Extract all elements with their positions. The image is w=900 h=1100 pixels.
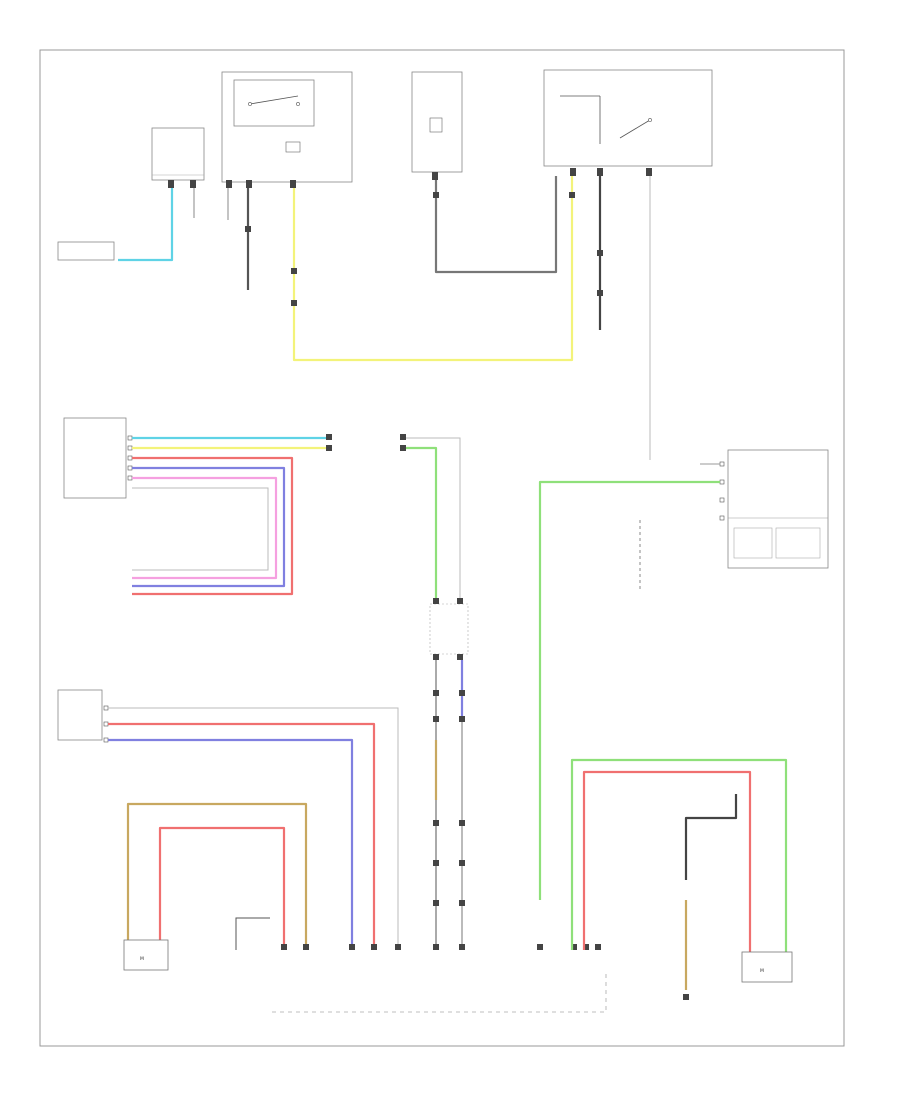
wire-cyan-top	[118, 188, 174, 262]
diagram-frame	[39, 49, 845, 1047]
component-combination-meter	[63, 417, 133, 499]
wire-red-lower-left	[108, 722, 376, 950]
wire-thin-lower-left	[108, 707, 399, 950]
component-relay-box	[221, 71, 353, 188]
wire-black-lower-right	[684, 794, 738, 880]
wire-thin-mid	[406, 437, 461, 600]
component-relay-right	[543, 69, 713, 176]
wire-blue-meter	[132, 466, 286, 588]
component-lower-right-actuator: M	[741, 951, 793, 983]
wire-blue-lower-left	[108, 738, 354, 950]
component-ground-box-left	[57, 241, 115, 261]
svg-text:M: M	[140, 956, 144, 962]
component-shift-control-ecu	[272, 944, 607, 1013]
component-parking-lock-motor: M	[123, 939, 169, 971]
component-sensor-top-left	[151, 127, 205, 188]
component-shift-switch	[719, 449, 829, 569]
wire-gray-dark-loop	[434, 176, 558, 274]
component-fuse-middle	[411, 71, 463, 180]
wire-red-lower-right	[582, 770, 752, 952]
wire-green-shift	[538, 480, 720, 900]
ground-symbol-lower-right	[683, 994, 689, 1000]
component-selector-sensor	[429, 598, 469, 660]
component-lower-left-sensor	[57, 689, 109, 743]
wire-gray-meter	[132, 487, 269, 571]
wire-pink-meter	[132, 476, 278, 580]
connector-junction-mid	[326, 434, 406, 451]
wire-green-mid	[406, 446, 438, 600]
wire-red-meter	[132, 456, 294, 596]
wire-green-lower-right	[570, 758, 788, 952]
connector-marks-center	[433, 690, 465, 906]
wire-yellow-loop	[292, 176, 574, 362]
wire-black-motor	[235, 917, 270, 950]
wire-red-loop	[158, 826, 286, 950]
svg-text:M: M	[760, 968, 764, 974]
connector-marks-top	[245, 192, 603, 306]
wire-tan-loop	[126, 802, 308, 950]
